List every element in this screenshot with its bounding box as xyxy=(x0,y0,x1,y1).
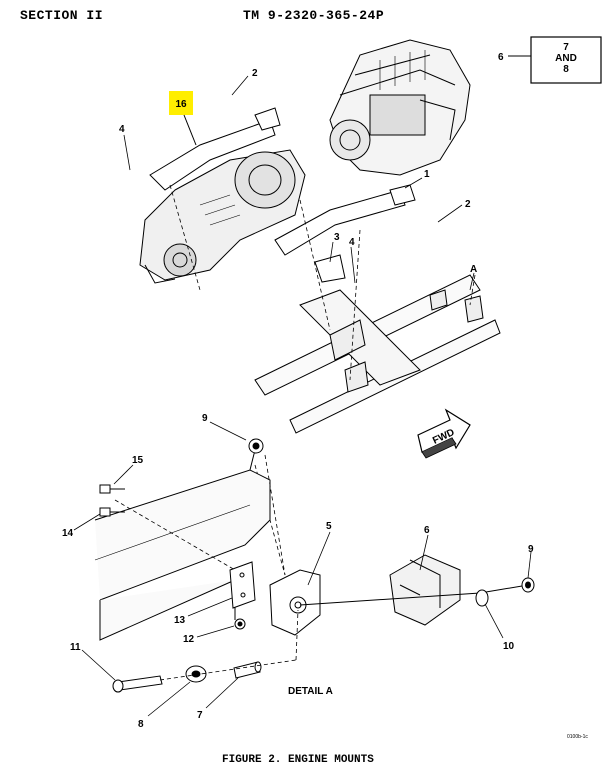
callout-A: A xyxy=(470,264,477,275)
callout-13: 13 xyxy=(174,615,186,626)
detail-bolt-line xyxy=(299,584,529,607)
callout-3: 3 xyxy=(334,232,340,243)
callout-9a: 9 xyxy=(202,413,208,424)
callout-8: 8 xyxy=(138,719,144,730)
callout-12: 12 xyxy=(183,634,195,645)
mount-brackets xyxy=(149,107,416,283)
callouts-detail: 9 15 14 5 6 9 13 12 10 11 8 7 xyxy=(62,413,534,730)
detail-bolts-14-15 xyxy=(99,484,125,517)
fwd-arrow: FWD xyxy=(417,408,471,459)
callout-9b: 9 xyxy=(528,544,534,555)
transmission-drawing xyxy=(139,149,306,284)
detail-hardware-bottom xyxy=(112,661,262,693)
leader-dashes-detail xyxy=(114,454,299,681)
ref-pointer-label: 6 xyxy=(498,52,504,63)
engine-drawing xyxy=(329,39,471,176)
callout-14: 14 xyxy=(62,528,74,539)
detail-isolator-6 xyxy=(389,554,461,626)
callout-10: 10 xyxy=(503,641,515,652)
detail-nuts xyxy=(234,438,535,630)
detail-plate xyxy=(229,561,256,609)
callout-4b: 4 xyxy=(349,237,355,248)
detail-title: DETAIL A xyxy=(288,686,333,697)
callout-2a: 2 xyxy=(252,68,258,79)
callout-11: 11 xyxy=(70,642,81,653)
highlighted-item-16[interactable]: 16 xyxy=(169,91,197,146)
drawing-code: 0100b-1c xyxy=(567,734,588,740)
callout-2b: 2 xyxy=(465,199,471,210)
detail-frame-rail xyxy=(94,449,271,641)
svg-text:16: 16 xyxy=(175,99,187,110)
detail-mount-5 xyxy=(269,569,321,636)
ref-line-2: AND xyxy=(555,53,577,64)
callout-1: 1 xyxy=(424,169,430,180)
ref-line-3: 8 xyxy=(563,64,569,75)
tm-number: TM 9-2320-365-24P xyxy=(243,8,385,23)
callouts-top: 2 4 1 2 3 4 A xyxy=(119,68,477,291)
callout-4a: 4 xyxy=(119,124,125,135)
callout-15: 15 xyxy=(132,455,144,466)
callout-7: 7 xyxy=(197,710,203,721)
callout-6: 6 xyxy=(424,525,430,536)
frame-rails-top xyxy=(254,274,501,434)
callout-5: 5 xyxy=(326,521,332,532)
figure-caption: FIGURE 2. ENGINE MOUNTS xyxy=(222,754,374,766)
ref-line-1: 7 xyxy=(563,42,569,53)
section-header: SECTION II xyxy=(20,8,104,23)
reference-box: 6 7 AND 8 xyxy=(498,36,602,84)
